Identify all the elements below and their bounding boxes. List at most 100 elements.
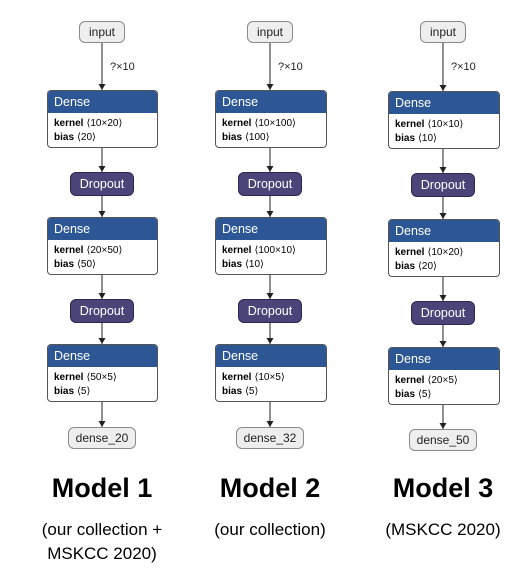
model-2-dense-title: Dense (216, 218, 326, 240)
model-1-dense-title: Dense (48, 345, 157, 367)
bias-label: bias (54, 132, 75, 143)
model-2-dense-title: Dense (216, 345, 326, 367)
model-3-title: Model 3 (392, 473, 494, 503)
bias-label: bias (395, 261, 416, 272)
kernel-shape: ⟨10×20⟩ (86, 118, 123, 129)
model-2-edge-dropout-1-arrowhead (266, 211, 274, 217)
model-3-input-node[interactable]: input (420, 21, 466, 43)
bias-label: bias (395, 133, 416, 144)
model-2-edge-input-arrowhead (266, 84, 274, 90)
kernel-label: kernel (54, 245, 84, 256)
kernel-shape: ⟨100×10⟩ (254, 245, 296, 256)
model-3-edge-dense-2-arrowhead (439, 295, 447, 301)
model-2-title: Model 2 (219, 473, 321, 503)
model-3-input-shape-label: ?×10 (451, 61, 476, 73)
model-3-edge-output-arrowhead (439, 423, 447, 429)
model-1-dense-bias-row: bias⟨5⟩ (48, 385, 157, 399)
model-3-dense-bias-row: bias⟨20⟩ (389, 260, 499, 274)
model-3-dense-title: Dense (389, 220, 499, 242)
model-2-output-node[interactable]: dense_32 (236, 427, 304, 449)
model-1-dropout-node[interactable]: Dropout (70, 172, 134, 196)
kernel-shape: ⟨20×5⟩ (427, 375, 458, 386)
kernel-label: kernel (395, 375, 425, 386)
model-3-dropout-node[interactable]: Dropout (411, 173, 475, 197)
model-3-edge-dropout-2-arrowhead (439, 341, 447, 347)
kernel-shape: ⟨10×10⟩ (427, 119, 464, 130)
kernel-label: kernel (395, 119, 425, 130)
kernel-shape: ⟨10×20⟩ (427, 247, 464, 258)
model-2-dense-title: Dense (216, 91, 326, 113)
model-1-subtitle: (our collection + MSKCC 2020) (17, 518, 187, 566)
model-3-dense-bias-row: bias⟨5⟩ (389, 388, 499, 402)
model-1-dense-bias-row: bias⟨20⟩ (48, 131, 157, 145)
model-1-subtitle-line-1: (our collection + (41, 520, 163, 539)
model-1-edge-dropout-2-arrowhead (98, 338, 106, 344)
model-1-input-shape-label: ?×10 (110, 61, 135, 73)
model-1-input-node[interactable]: input (79, 21, 125, 43)
model-1-dense-kernel-row: kernel⟨20×50⟩ (48, 244, 157, 258)
model-2-edge-dropout-2-arrowhead (266, 338, 274, 344)
model-1-title: Model 1 (51, 473, 153, 503)
kernel-label: kernel (222, 118, 252, 129)
model-2-dropout-node[interactable]: Dropout (238, 172, 302, 196)
bias-shape: ⟨20⟩ (418, 261, 437, 272)
bias-label: bias (395, 389, 416, 400)
model-3-edge-dense-1-arrowhead (439, 167, 447, 173)
kernel-label: kernel (395, 247, 425, 258)
model-3-dense-title: Dense (389, 348, 499, 370)
kernel-label: kernel (222, 245, 252, 256)
bias-shape: ⟨100⟩ (245, 132, 270, 143)
model-2-edge-output-arrowhead (266, 421, 274, 427)
model-2-subtitle-line-1: (our collection) (214, 520, 326, 539)
model-2-input-node[interactable]: input (247, 21, 293, 43)
bias-shape: ⟨5⟩ (77, 386, 91, 397)
model-2-edge-dense-1-arrowhead (266, 166, 274, 172)
bias-shape: ⟨5⟩ (245, 386, 259, 397)
model-1-dense-kernel-row: kernel⟨10×20⟩ (48, 117, 157, 131)
model-2-dense-kernel-row: kernel⟨10×5⟩ (216, 371, 326, 385)
model-2-dense-bias-row: bias⟨100⟩ (216, 131, 326, 145)
model-2-dense-kernel-row: kernel⟨100×10⟩ (216, 244, 326, 258)
model-2-dense-kernel-row: kernel⟨10×100⟩ (216, 117, 326, 131)
model-1-edge-output-arrowhead (98, 421, 106, 427)
bias-label: bias (222, 386, 243, 397)
model-1-subtitle-line-2: MSKCC 2020) (47, 544, 157, 563)
bias-label: bias (54, 259, 75, 270)
bias-shape: ⟨5⟩ (418, 389, 432, 400)
model-3-dense-node[interactable]: Dense kernel⟨20×5⟩ bias⟨5⟩ (388, 347, 500, 405)
kernel-shape: ⟨20×50⟩ (86, 245, 123, 256)
kernel-shape: ⟨10×100⟩ (254, 118, 296, 129)
model-1-dense-kernel-row: kernel⟨50×5⟩ (48, 371, 157, 385)
bias-shape: ⟨50⟩ (77, 259, 96, 270)
kernel-label: kernel (54, 118, 84, 129)
model-1-dense-title: Dense (48, 91, 157, 113)
model-3-edge-input-arrowhead (439, 85, 447, 91)
model-1-dropout-node[interactable]: Dropout (70, 299, 134, 323)
model-3-dropout-node[interactable]: Dropout (411, 301, 475, 325)
kernel-shape: ⟨10×5⟩ (254, 372, 285, 383)
kernel-shape: ⟨50×5⟩ (86, 372, 117, 383)
model-1-edge-dense-2-arrowhead (98, 293, 106, 299)
model-2-dense-bias-row: bias⟨10⟩ (216, 258, 326, 272)
bias-shape: ⟨20⟩ (77, 132, 96, 143)
model-3-subtitle: (MSKCC 2020) (358, 518, 528, 542)
model-1-edge-dense-1-arrowhead (98, 166, 106, 172)
bias-label: bias (222, 132, 243, 143)
model-2-dropout-node[interactable]: Dropout (238, 299, 302, 323)
model-1-output-node[interactable]: dense_20 (68, 427, 136, 449)
model-3-dense-kernel-row: kernel⟨10×20⟩ (389, 246, 499, 260)
model-3-subtitle-line-1: (MSKCC 2020) (385, 520, 501, 539)
model-1-dense-node[interactable]: Dense kernel⟨50×5⟩bias⟨5⟩ (47, 344, 158, 402)
kernel-label: kernel (222, 372, 252, 383)
model-3-output-node[interactable]: dense_50 (409, 429, 477, 451)
bias-label: bias (222, 259, 243, 270)
